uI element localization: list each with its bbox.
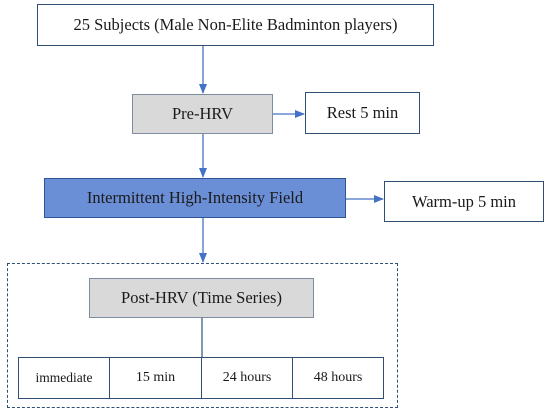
rest-box: Rest 5 min	[305, 92, 420, 134]
timepoint-label: immediate	[35, 370, 93, 385]
field-test-box: Intermittent High-Intensity Field	[44, 178, 346, 218]
rest-label: Rest 5 min	[326, 103, 399, 122]
post-hrv-box: Post-HRV (Time Series)	[89, 278, 314, 318]
timepoint-24-hours: 24 hours	[201, 357, 293, 399]
timepoint-label: 24 hours	[222, 370, 272, 385]
timepoint-immediate: immediate	[18, 357, 110, 399]
timepoint-label: 48 hours	[313, 370, 363, 385]
post-hrv-label: Post-HRV (Time Series)	[121, 288, 282, 307]
warmup-box: Warm-up 5 min	[384, 181, 544, 222]
subjects-label: 25 Subjects (Male Non-Elite Badminton pl…	[73, 15, 398, 34]
timepoint-48-hours: 48 hours	[292, 357, 384, 399]
subjects-box: 25 Subjects (Male Non-Elite Badminton pl…	[37, 4, 434, 46]
timepoint-label: 15 min	[135, 370, 176, 385]
timepoint-15-min: 15 min	[109, 357, 202, 399]
pre-hrv-box: Pre-HRV	[132, 94, 273, 134]
warmup-label: Warm-up 5 min	[411, 191, 517, 211]
post-measurement-group	[7, 263, 398, 408]
field-test-label: Intermittent High-Intensity Field	[86, 188, 304, 207]
pre-hrv-label: Pre-HRV	[171, 104, 233, 123]
